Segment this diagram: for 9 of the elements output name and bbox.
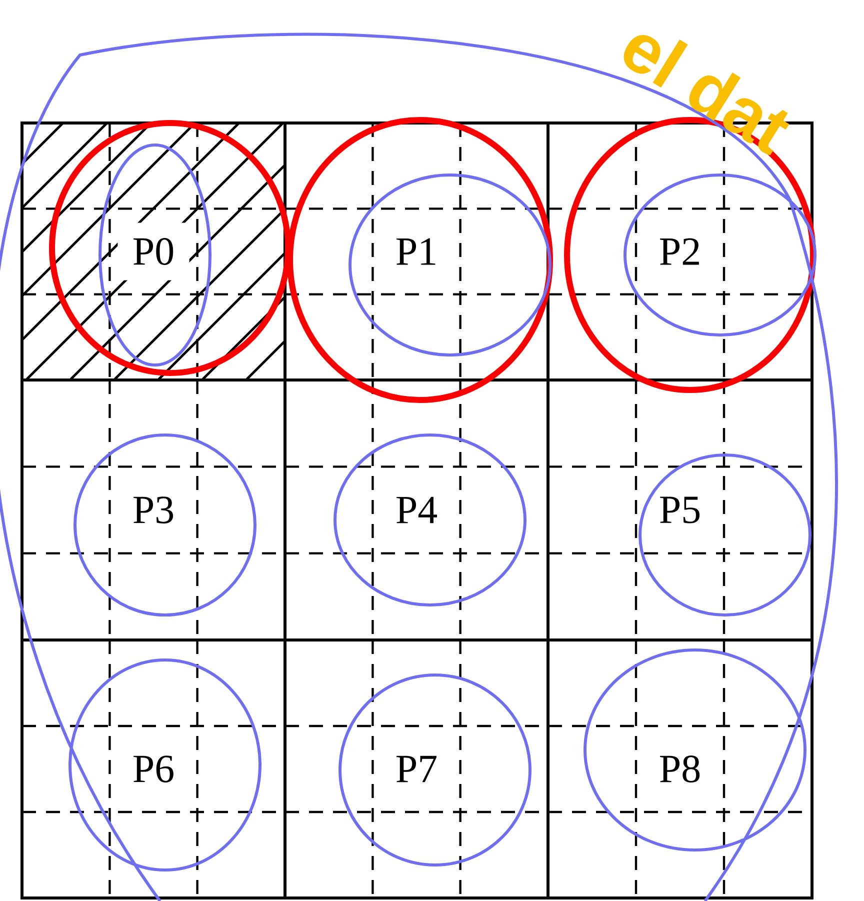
grid-cell: P5 — [546, 378, 814, 642]
grid-cell: P3 — [20, 378, 286, 642]
grid-cell: P7 — [284, 638, 550, 900]
grid-cell: P6 — [20, 638, 286, 900]
grid-cell: P8 — [546, 638, 814, 900]
grid-cell: P0 — [20, 122, 286, 382]
grid-cell: P4 — [284, 378, 550, 642]
grid-cell: P1 — [284, 122, 550, 382]
rotated-heading: el dat — [624, 34, 790, 156]
